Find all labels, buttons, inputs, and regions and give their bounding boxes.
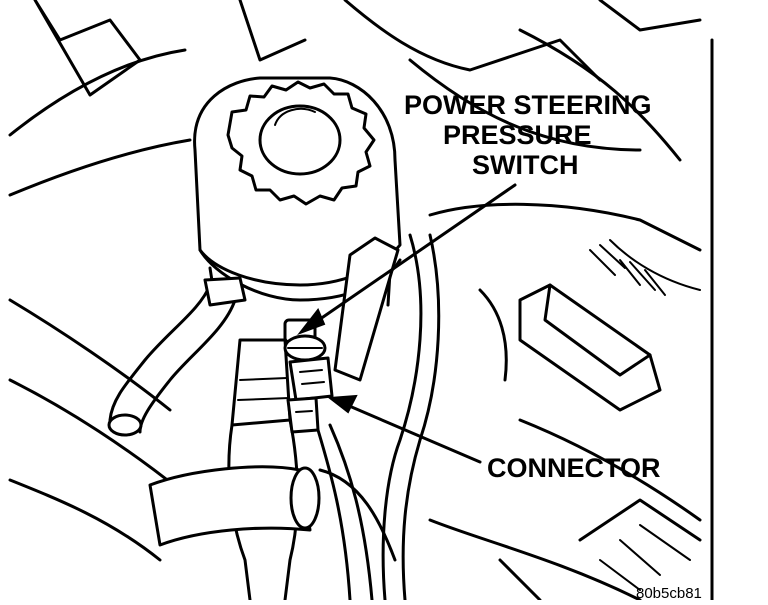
switch-arrowhead (297, 308, 326, 336)
connector (286, 356, 334, 434)
right-module (478, 239, 701, 412)
connector-arrowhead (327, 394, 358, 414)
callout-switch-line2: PRESSURE (443, 120, 592, 150)
callout-connector: CONNECTOR (487, 453, 661, 483)
callout-switch-line1: POWER STEERING (404, 90, 652, 120)
reservoir-cap (226, 80, 376, 206)
return-hose (107, 276, 247, 437)
mounting-bracket (333, 236, 400, 382)
figure-code: 80b5cb81 (636, 585, 702, 600)
lower-hose (148, 465, 397, 562)
wiring-harness (316, 233, 441, 602)
background-panels (8, 0, 702, 602)
callout-switch-line3: SWITCH (472, 150, 578, 180)
reservoir (193, 76, 402, 307)
leader-lines (297, 183, 517, 464)
